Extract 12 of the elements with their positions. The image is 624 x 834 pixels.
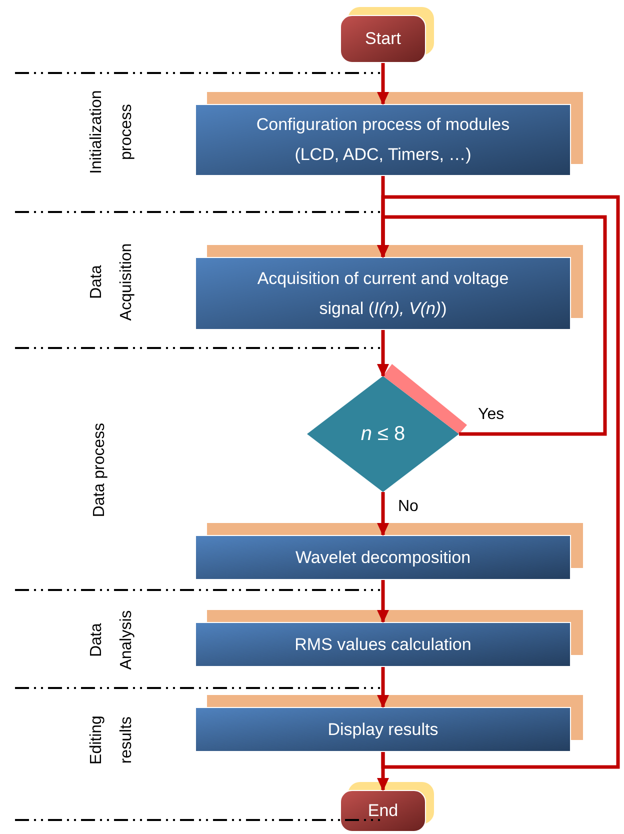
lane-label: Editing results	[87, 714, 136, 766]
lane-label: Initialization process	[87, 89, 136, 176]
lane-label: Data Analysis	[87, 609, 136, 672]
arrow	[377, 330, 389, 377]
lane-label: Data process	[90, 422, 109, 520]
arrow	[377, 580, 389, 623]
arrow	[377, 63, 389, 105]
arrow	[377, 195, 620, 769]
lane-label: Data Acquisition	[87, 242, 136, 323]
arrow	[377, 492, 389, 536]
decision-diamond: n ≤ 8	[307, 376, 459, 492]
arrow	[377, 667, 389, 708]
